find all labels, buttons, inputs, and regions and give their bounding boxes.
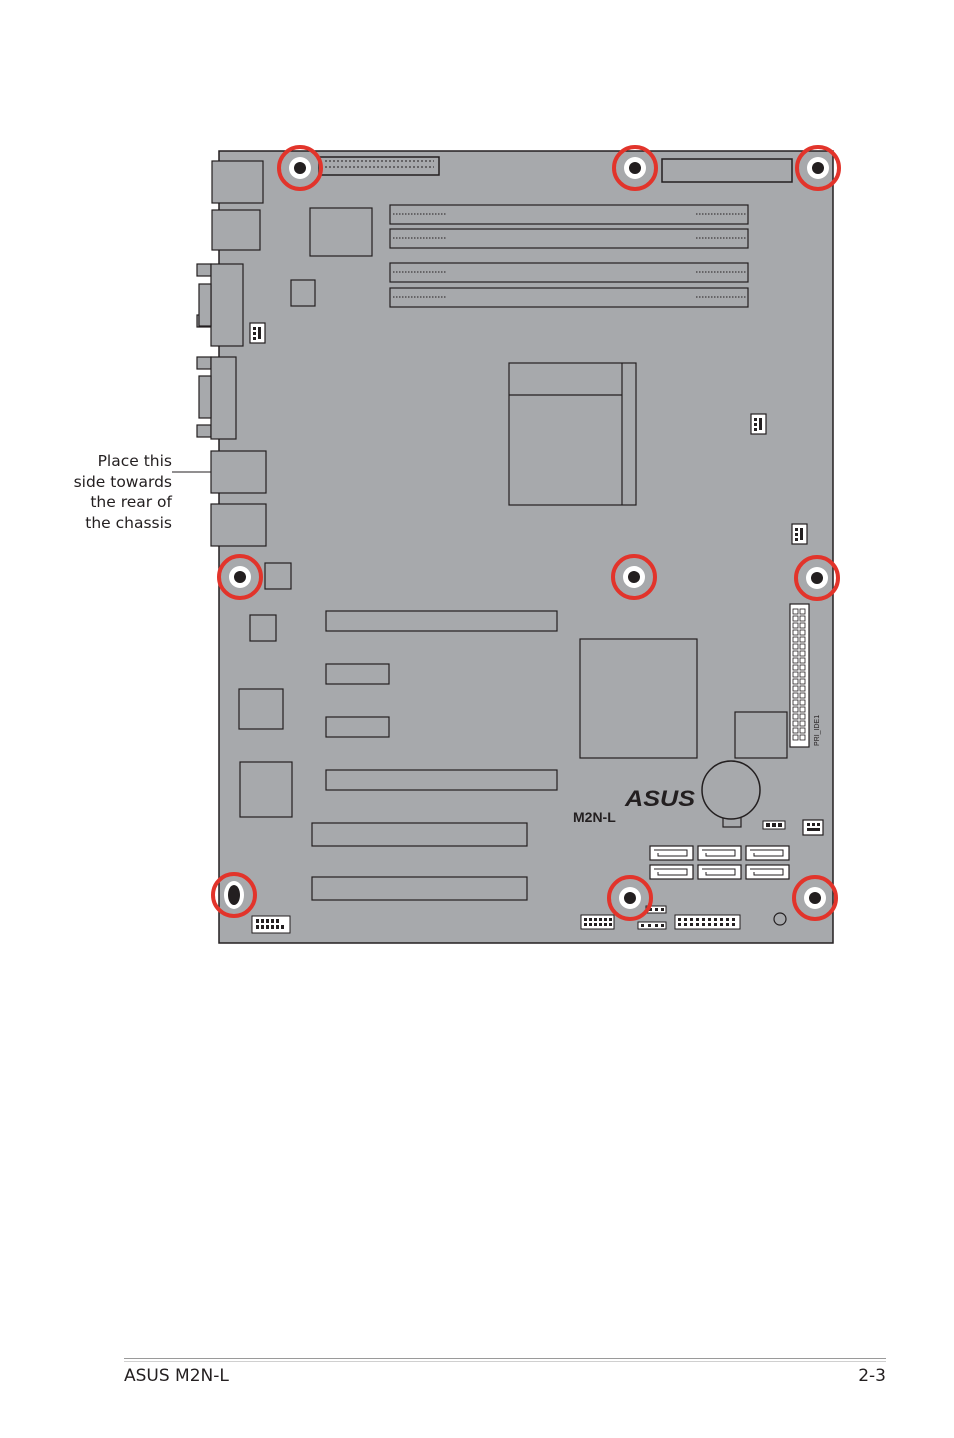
screw-hole-marker [612, 145, 658, 191]
callout-line: Place this [97, 452, 172, 470]
chip [249, 614, 277, 642]
rear-side-callout: Place this side towards the rear of the … [32, 451, 172, 533]
ide-label: PRI_IDE1 [814, 715, 821, 746]
expansion-slots [311, 610, 558, 901]
chip [264, 562, 292, 590]
board-model-label: M2N-L [573, 809, 616, 825]
screw-holes [211, 145, 841, 921]
ide-connector [789, 603, 810, 748]
asus-logo: ASUS [624, 786, 696, 811]
callout-line: the rear of [90, 493, 172, 511]
callout-line: the chassis [85, 513, 172, 532]
atx-power-connector [661, 158, 793, 183]
screw-hole-marker [795, 145, 841, 191]
chip [734, 711, 788, 759]
cmos-battery [701, 760, 761, 828]
screw-hole-marker [217, 554, 263, 600]
dimm-slots [389, 204, 749, 308]
cpu-socket [508, 362, 637, 506]
rear-io-panel [196, 160, 267, 547]
screw-hole-marker [277, 145, 323, 191]
callout-line: side towards [73, 472, 172, 491]
screw-hole-marker [611, 554, 657, 600]
chip [290, 279, 316, 307]
chipset [579, 638, 698, 759]
motherboard-diagram: PRI_IDE1 ASUS M2N-L [172, 145, 841, 944]
footer-rule [124, 1358, 886, 1359]
floppy-connector [318, 156, 440, 176]
chip [238, 688, 284, 730]
chip [239, 761, 293, 818]
screw-hole-marker [794, 555, 840, 601]
board-hole [773, 912, 787, 926]
footer-rule [124, 1361, 886, 1362]
screw-hole-marker [607, 875, 653, 921]
screw-hole-marker [792, 875, 838, 921]
footer-product-name: ASUS M2N-L [124, 1366, 229, 1386]
chip [309, 207, 373, 257]
screw-hole-marker [211, 872, 257, 918]
page-number: 2-3 [858, 1366, 886, 1386]
